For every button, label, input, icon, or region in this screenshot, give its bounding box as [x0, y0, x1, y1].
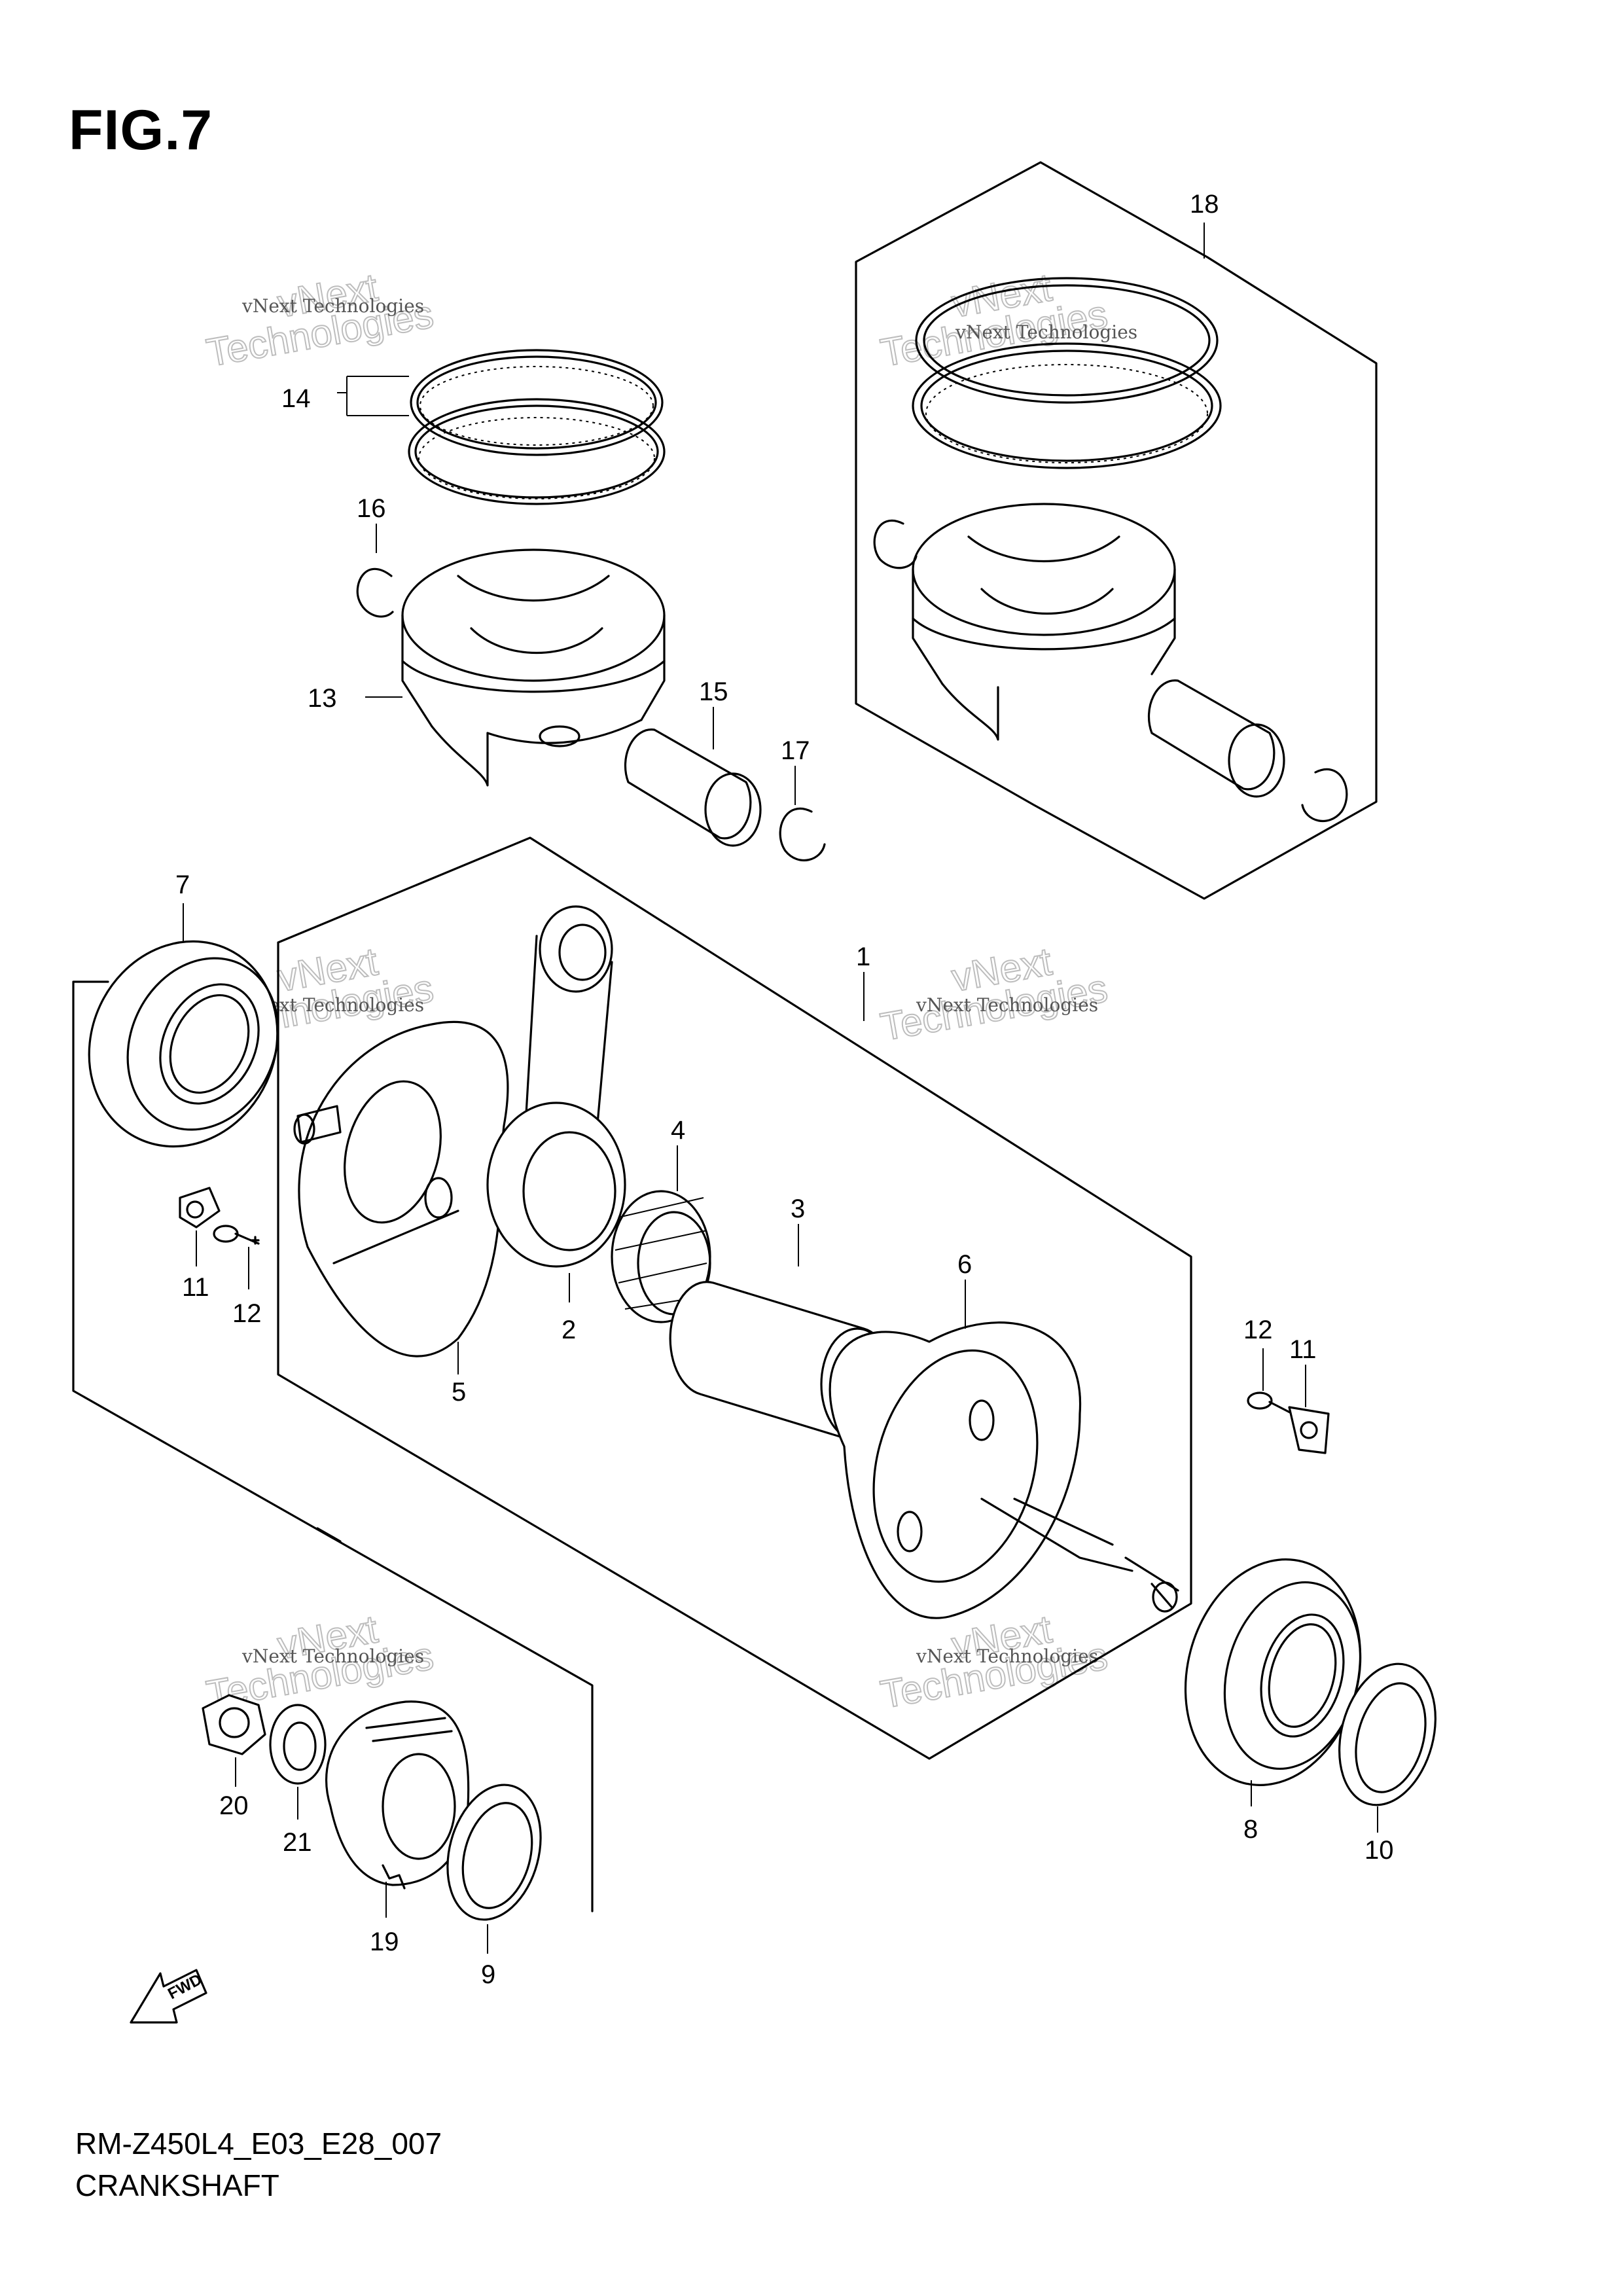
callout-5: 5 — [452, 1378, 466, 1407]
callout-2: 2 — [562, 1316, 576, 1344]
lock-washer-11-right — [1288, 1406, 1330, 1454]
oil-seal-10 — [1338, 1662, 1436, 1806]
callout-11-right: 11 — [1289, 1335, 1317, 1364]
callout-3: 3 — [791, 1194, 805, 1223]
watermark-small: vNext Technologies — [955, 321, 1137, 343]
callout-16: 16 — [357, 494, 386, 523]
callout-7: 7 — [175, 870, 190, 899]
screw-12-right — [1247, 1391, 1294, 1415]
watermark-small: vNext Technologies — [916, 994, 1098, 1016]
screw-12-left — [213, 1225, 260, 1245]
callout-1: 1 — [856, 942, 870, 971]
callout-20: 20 — [219, 1791, 249, 1820]
fwd-arrow: FWD — [130, 1969, 207, 2024]
figure-code: RM-Z450L4_E03_E28_007 — [75, 2126, 442, 2161]
piston-13 — [401, 548, 666, 787]
watermark-small: vNext Technologies — [241, 295, 424, 317]
callout-9: 9 — [481, 1960, 495, 1989]
crank-web-6 — [829, 1321, 1179, 1619]
piston-set-contents-18 — [873, 277, 1348, 823]
callout-11-left: 11 — [182, 1273, 209, 1302]
figure-title: FIG.7 — [69, 99, 213, 162]
circlip-17 — [779, 807, 826, 862]
frame-crankshaft-assy-1 — [277, 836, 1192, 1760]
watermark-small: vNext Technologies — [241, 1645, 424, 1667]
callout-15: 15 — [699, 677, 728, 706]
frame-piston-set-18 — [855, 161, 1378, 900]
watermark-small: vNext Technologies — [916, 1645, 1098, 1667]
callout-6: 6 — [957, 1250, 972, 1279]
callout-13: 13 — [308, 684, 337, 713]
figure-name: CRANKSHAFT — [75, 2168, 279, 2202]
callout-12-right: 12 — [1243, 1316, 1273, 1344]
callout-8: 8 — [1243, 1815, 1258, 1844]
callout-19: 19 — [370, 1928, 399, 1956]
callout-10: 10 — [1364, 1836, 1394, 1865]
piston-rings-14 — [408, 349, 666, 505]
crank-web-5 — [293, 1020, 509, 1357]
washer-21 — [269, 1704, 327, 1785]
connecting-rod-2 — [486, 905, 626, 1268]
callout-14: 14 — [281, 384, 311, 413]
leader-lines — [183, 223, 1378, 1954]
piston-pin-15 — [624, 728, 762, 847]
callout-18: 18 — [1190, 190, 1219, 219]
callout-4: 4 — [671, 1116, 685, 1145]
callout-12-left: 12 — [232, 1299, 262, 1328]
circlip-16 — [356, 567, 394, 618]
frame-left-side — [72, 980, 594, 1912]
callout-17: 17 — [781, 736, 810, 765]
bearing-7 — [88, 940, 279, 1148]
primary-drive-gear-19 — [325, 1700, 470, 1890]
lock-washer-11-left — [179, 1187, 221, 1229]
callout-21: 21 — [283, 1828, 312, 1857]
oil-seal-9 — [446, 1784, 542, 1921]
callout-numbers: 18 14 16 13 15 17 7 1 4 3 6 11 12 2 5 12… — [175, 190, 1394, 1989]
nut-20 — [202, 1694, 266, 1755]
